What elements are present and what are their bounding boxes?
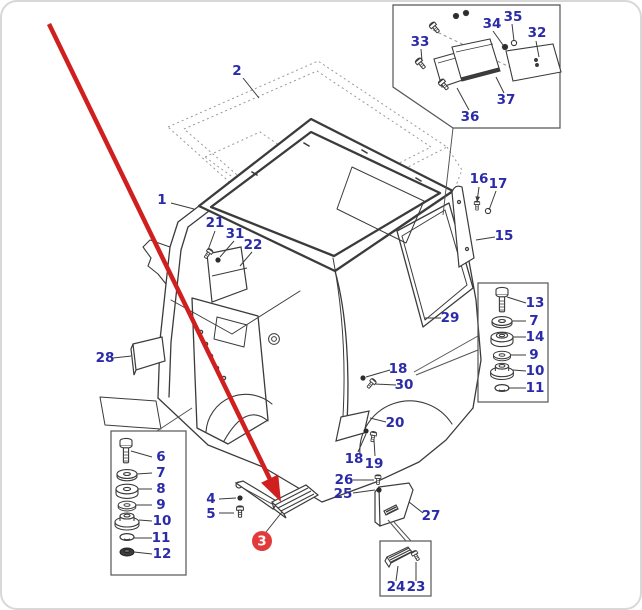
inset-box-top-right (392, 4, 561, 216)
part-label-26: 26 (335, 472, 354, 488)
leader-arrowhead (475, 196, 481, 202)
part-label-32: 32 (528, 25, 547, 41)
part-label-16: 16 (470, 171, 489, 187)
part-label-1: 1 (157, 192, 166, 208)
part-label-18: 18 (345, 451, 364, 467)
part-label-2: 2 (232, 63, 241, 79)
leader-line-18 (365, 369, 391, 378)
part-label-14: 14 (526, 329, 545, 345)
part-label-20: 20 (386, 415, 405, 431)
part-label-27: 27 (422, 508, 441, 524)
step-bracket-part3 (234, 480, 320, 519)
leader-line-13 (506, 296, 527, 304)
highlighted-part-label: 3 (257, 534, 266, 550)
part-label-15: 15 (495, 228, 514, 244)
part-label-23: 23 (407, 579, 426, 595)
leader-line-25 (352, 489, 376, 494)
inset-box-right-hardware (413, 282, 549, 403)
leader-line-7 (136, 472, 153, 475)
leader-line-15 (475, 236, 496, 241)
red-arrowhead (261, 474, 281, 502)
leader-line-27 (408, 501, 424, 514)
red-pointer-arrow (46, 23, 281, 502)
right-hardware-stack-parts (490, 286, 514, 392)
leader-line-20 (369, 417, 387, 423)
leader-line-10 (138, 519, 153, 522)
leader-line-21 (207, 230, 216, 251)
part-label-28: 28 (96, 350, 115, 366)
part-label-6: 6 (156, 449, 165, 465)
pillar-trim-part15 (451, 185, 475, 269)
part-label-10: 10 (153, 513, 172, 529)
part-label-22: 22 (244, 237, 263, 253)
leader-line-28 (112, 355, 132, 359)
leader-line-31 (219, 240, 235, 258)
part-label-24: 24 (387, 579, 406, 595)
part-label-31: 31 (226, 226, 245, 242)
leader-line-24 (395, 565, 399, 582)
part-label-7: 7 (156, 465, 165, 481)
part-label-34: 34 (483, 16, 502, 32)
part-label-25: 25 (334, 486, 353, 502)
leader-line-10 (512, 369, 527, 372)
bottom-plate-kit-parts (384, 546, 422, 569)
part-label-11: 11 (526, 380, 545, 396)
leader-line-32 (535, 40, 540, 58)
panel-part20 (335, 410, 370, 442)
highlighted-part-marker: 3 (252, 511, 283, 551)
leader-line-18 (357, 433, 367, 453)
part-label-37: 37 (497, 92, 516, 108)
part-label-9: 9 (156, 497, 165, 513)
part-label-10: 10 (526, 363, 545, 379)
red-arrow-shaft (46, 23, 275, 485)
part-label-5: 5 (206, 506, 215, 522)
leader-line-17 (488, 190, 497, 211)
leader-line-22 (239, 251, 253, 267)
inset-box-left-hardware (110, 407, 193, 576)
leader-line-4 (218, 497, 237, 500)
leader-line-34 (492, 30, 504, 46)
inset-box-bottom-plate (379, 519, 432, 597)
leader-line-30 (374, 383, 397, 386)
leader-line-1 (170, 202, 195, 210)
leader-line-33 (420, 48, 423, 62)
leader-line-12 (133, 551, 153, 555)
highlight-circle (252, 531, 272, 551)
part-label-35: 35 (504, 9, 523, 25)
leader-lines (112, 23, 540, 582)
part-label-18: 18 (389, 361, 408, 377)
plate-part28 (130, 336, 166, 376)
highlight-leader-line (265, 511, 283, 533)
part-label-7: 7 (529, 313, 538, 329)
part-label-30: 30 (395, 377, 414, 393)
part-label-36: 36 (461, 109, 480, 125)
part-label-13: 13 (526, 295, 545, 311)
part-label-29: 29 (441, 310, 460, 326)
leader-line-6 (130, 450, 153, 458)
bracket-kit-parts (413, 9, 562, 92)
leader-line-37 (495, 76, 505, 94)
leader-line-35 (511, 23, 515, 42)
part-label-33: 33 (411, 34, 430, 50)
part-label-12: 12 (153, 546, 172, 562)
part-label-8: 8 (156, 481, 165, 497)
leader-line-2 (242, 77, 260, 99)
leader-line-36 (456, 87, 470, 111)
part-label-4: 4 (206, 491, 215, 507)
bracket-part27 (374, 482, 414, 527)
part-label-11: 11 (152, 530, 171, 546)
part-label-19: 19 (365, 456, 384, 472)
part-label-17: 17 (489, 176, 508, 192)
part-label-9: 9 (529, 347, 538, 363)
part-label-21: 21 (206, 215, 225, 231)
leader-line-19 (373, 439, 376, 457)
cab-body-line-art (99, 117, 482, 504)
